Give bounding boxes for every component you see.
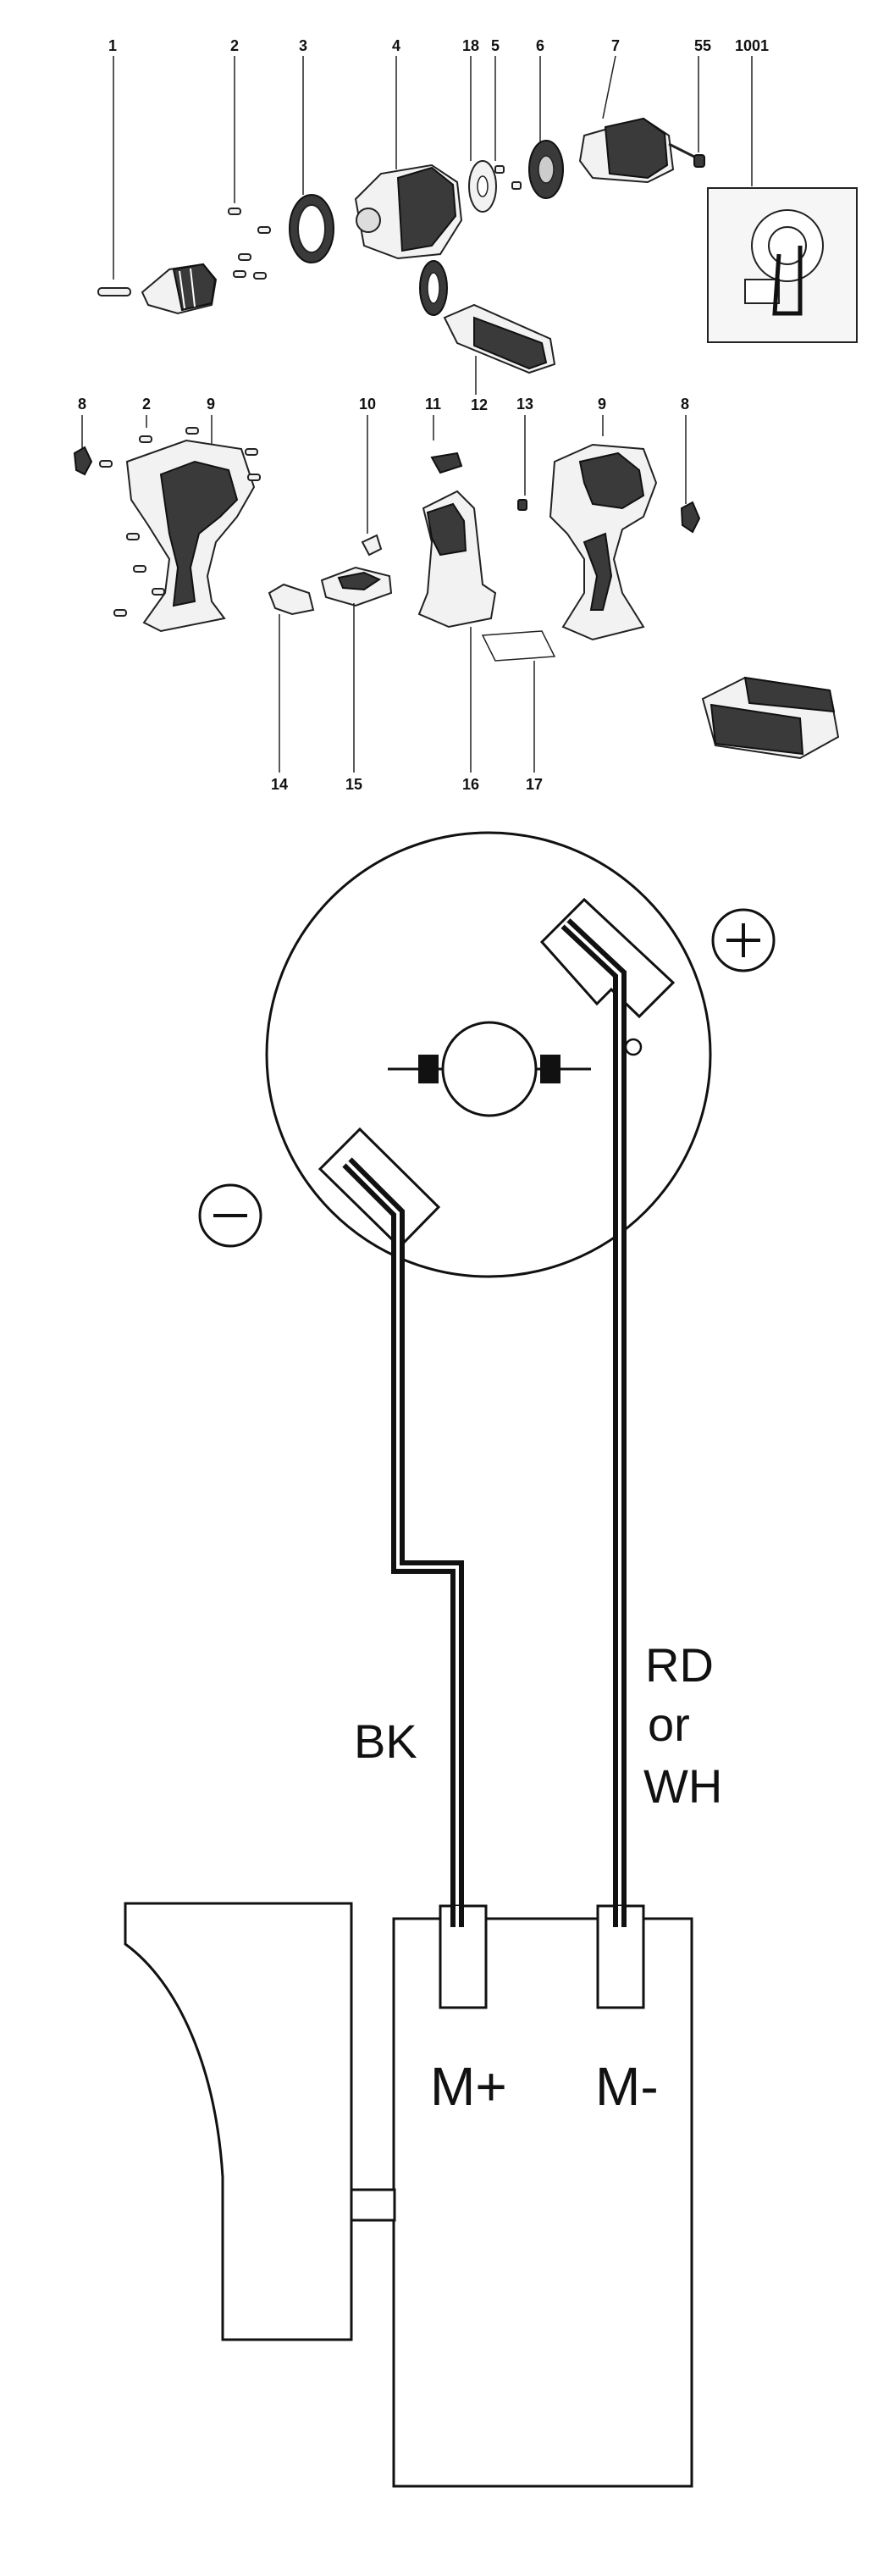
part-18-disc <box>468 160 497 213</box>
part-8-right-cap <box>680 501 701 534</box>
drill-chuck <box>141 263 218 315</box>
part-number-8-right: 8 <box>681 396 689 413</box>
part-number-7: 7 <box>611 37 620 54</box>
part-55-cap <box>693 154 705 168</box>
part-13-spring <box>517 499 527 511</box>
part-number-9-right: 9 <box>598 396 606 413</box>
part-number-2: 2 <box>230 37 239 54</box>
part-number-1: 1 <box>108 37 117 54</box>
part-number-15: 15 <box>345 776 362 793</box>
battery-pack <box>701 676 840 760</box>
plus-symbol <box>711 908 776 972</box>
part-17-label-plate <box>481 630 556 662</box>
label-terminal-m-plus: M+ <box>430 2056 507 2117</box>
wire-red-or-white <box>560 918 627 1923</box>
part-number-1001: 1001 <box>735 37 769 54</box>
label-red-wire-line3: WH <box>643 1759 722 1813</box>
part-8-left-cap <box>73 446 93 476</box>
part-2-screws <box>228 208 271 280</box>
part-number-11: 11 <box>425 396 441 413</box>
part-number-9-left: 9 <box>207 396 215 413</box>
part-4-gearbox <box>354 163 463 260</box>
motor-symbol <box>388 1021 591 1117</box>
part-1001-inset <box>707 187 858 343</box>
part-number-14: 14 <box>271 776 288 793</box>
label-red-wire-line2: or <box>648 1698 690 1751</box>
part-number-3: 3 <box>299 37 307 54</box>
part-9-left-housing <box>125 439 256 633</box>
part-number-17: 17 <box>526 776 543 793</box>
part-number-18: 18 <box>462 37 479 54</box>
part-7-motor <box>578 117 695 184</box>
minus-symbol <box>198 1183 262 1248</box>
wiring-diagram: BK RD or WH M+ M- <box>124 831 776 2488</box>
exploded-view-middle-row: 8 2 9 10 11 13 9 8 <box>73 396 840 793</box>
part-number-2-left: 2 <box>142 396 151 413</box>
part-number-12: 12 <box>471 396 488 413</box>
part-1-screw <box>97 287 131 296</box>
part-15-switch-carrier <box>320 566 393 607</box>
exploded-view-top-row: 1 2 3 4 18 5 6 7 55 1001 <box>97 37 858 413</box>
part-10-clip <box>361 534 383 557</box>
part-12-side-handle <box>419 260 556 374</box>
part-number-4: 4 <box>392 37 400 54</box>
reference-dot <box>624 1038 643 1056</box>
part-11-slider <box>430 451 463 474</box>
part-16-switch <box>417 490 497 629</box>
label-red-wire-line1: RD <box>645 1638 714 1692</box>
part-number-5: 5 <box>491 37 500 54</box>
label-black-wire: BK <box>354 1715 417 1768</box>
part-3-gear-ring <box>289 194 334 263</box>
part-number-16: 16 <box>462 776 479 793</box>
part-number-6: 6 <box>536 37 544 54</box>
part-6-motor-plate <box>528 140 564 199</box>
part-5-screws <box>494 165 522 190</box>
switch-body <box>345 1904 693 2488</box>
label-terminal-m-minus: M- <box>595 2056 659 2117</box>
part-2-housing-screws <box>99 427 261 617</box>
part-number-55: 55 <box>694 37 711 54</box>
trigger <box>124 1902 353 2341</box>
part-number-10: 10 <box>359 396 376 413</box>
part-14-bracket <box>268 583 315 616</box>
part-9-right-housing <box>549 443 658 641</box>
wire-black <box>342 1157 464 1923</box>
part-number-13: 13 <box>516 396 533 413</box>
part-number-8-left: 8 <box>78 396 86 413</box>
